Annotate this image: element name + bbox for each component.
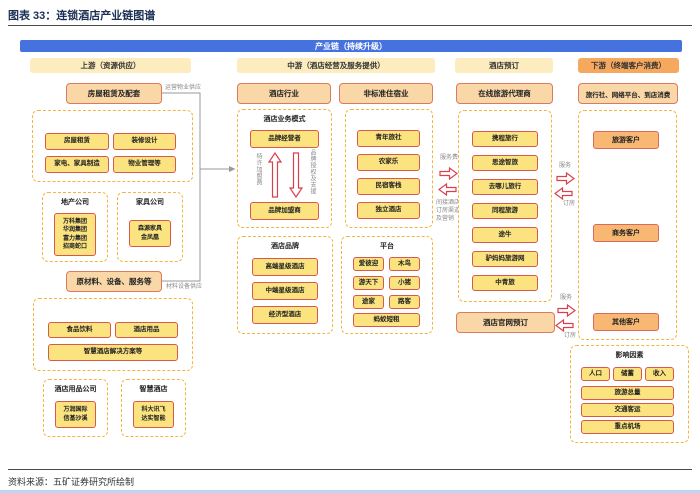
nonstandard-item: 青年旅社 — [357, 130, 420, 147]
factor-item: 重点机场 — [581, 420, 674, 434]
factor-item: 收入 — [645, 367, 674, 381]
service-label: 服务 — [559, 163, 572, 169]
ota-item: 中青旅 — [472, 275, 538, 291]
brand-franchisee-box: 品牌加盟商 — [250, 202, 319, 220]
nonstandard-item: 独立酒店 — [357, 202, 420, 219]
materials-item: 智慧酒店解决方案等 — [48, 344, 178, 361]
title-divider — [8, 25, 692, 26]
booking-left-arrow-icon — [554, 187, 573, 200]
service-label: 服务 — [560, 295, 573, 301]
platform-item: 路客 — [389, 295, 420, 309]
brand-support-label: 品牌授权及支援 — [309, 149, 315, 195]
hotel-industry-section-box: 酒店行业 — [237, 83, 331, 104]
footer-strip — [0, 490, 700, 493]
ota-section-box: 在线旅游代理商 — [456, 83, 553, 104]
service-right-arrow-icon — [557, 304, 576, 317]
official-site-booking-box: 酒店官网预订 — [456, 312, 555, 333]
housing-item: 房屋租赁 — [45, 133, 109, 150]
platforms-title: 平台 — [380, 243, 394, 250]
booking-label: 订房 — [564, 333, 577, 339]
hotel-brand-item: 中端星级酒店 — [252, 282, 318, 300]
industry-chain-banner: 产业链（持续升级） — [20, 40, 682, 52]
source-divider — [8, 469, 692, 470]
figure-title: 图表 33：连锁酒店产业链图谱 — [8, 10, 156, 22]
furniture-group-title: 家具公司 — [136, 199, 164, 206]
customer-item: 旅游客户 — [593, 131, 659, 149]
materials-item: 酒店用品 — [115, 322, 178, 338]
realty-companies: 万科集团 华润集团 富力集团 招商蛇口 — [54, 213, 96, 256]
supplies-companies: 万润国际 信基沙溪 — [55, 401, 96, 428]
materials-supply-label: 材料设备供应 — [166, 284, 203, 290]
hotel-brand-item: 高端星级酒店 — [252, 258, 318, 276]
column-header-booking: 酒店预订 — [455, 58, 553, 73]
housing-item: 家电、家具制造 — [45, 156, 109, 173]
business-model-title: 酒店业务模式 — [263, 116, 306, 123]
ota-item: 去哪儿旅行 — [472, 179, 538, 195]
indirect-booking-left-arrow-icon — [438, 183, 457, 196]
ota-item: 驴妈妈旅游网 — [472, 251, 538, 267]
customer-item: 商务客户 — [593, 224, 659, 242]
platform-item: 途家 — [353, 295, 384, 309]
factor-item: 人口 — [581, 367, 610, 381]
housing-item: 装修设计 — [113, 133, 176, 150]
factor-item: 交通客运 — [581, 403, 674, 417]
supplies-group-title: 酒店用品公司 — [54, 386, 97, 393]
materials-section-box: 原材料、设备、服务等 — [66, 271, 162, 292]
column-header-upstream: 上游（资源供应） — [30, 58, 191, 73]
furniture-companies: 森源家具 金凤凰 — [129, 220, 171, 247]
housing-item: 物业管理等 — [113, 156, 176, 173]
service-fee-label: 服务费 — [440, 155, 459, 161]
booking-left-arrow-icon — [555, 319, 574, 332]
indirect-channel-label: 间接酒店 订房渠道 及营销 — [436, 200, 461, 222]
ota-item: 思途智旅 — [472, 155, 538, 171]
factor-item: 旅游总量 — [581, 386, 674, 400]
smart-hotel-group-title: 智慧酒店 — [139, 386, 168, 393]
platform-item: 游天下 — [353, 276, 384, 290]
source-note: 资料来源：五矿证券研究所绘制 — [8, 477, 135, 487]
housing-section-box: 房屋租赁及配套 — [66, 83, 162, 104]
downstream-section-box: 旅行社、网络平台、到店消费 — [578, 83, 678, 104]
brand-operator-box: 品牌经营者 — [250, 130, 319, 148]
franchise-fee-label: 特许加盟费 — [255, 153, 261, 186]
materials-item: 食品饮料 — [48, 322, 111, 338]
booking-label: 订房 — [563, 201, 576, 207]
platform-item: 蚂蚁短租 — [353, 313, 420, 327]
service-right-arrow-icon — [556, 172, 575, 185]
nonstandard-item: 农家乐 — [357, 154, 420, 171]
service-fee-right-arrow-icon — [439, 167, 458, 180]
nonstandard-section-box: 非标准住宿业 — [339, 83, 433, 104]
ota-item: 途牛 — [472, 227, 538, 243]
ota-item: 同程旅游 — [472, 203, 538, 219]
property-supply-label: 运营物业供应 — [165, 85, 202, 91]
factors-title: 影响因素 — [615, 352, 644, 359]
smart-hotel-companies: 科大讯飞 达实智能 — [133, 401, 174, 428]
brand-support-down-arrow-icon — [289, 152, 303, 198]
franchise-fee-up-arrow-icon — [268, 152, 282, 198]
column-header-midstream: 中游（酒店经营及服务提供） — [237, 58, 435, 73]
ota-item: 携程旅行 — [472, 131, 538, 147]
realty-group-title: 地产公司 — [61, 199, 89, 206]
platform-item: 小猪 — [389, 276, 420, 290]
customer-item: 其他客户 — [593, 313, 659, 331]
hotel-brands-title: 酒店品牌 — [271, 243, 299, 250]
platform-item: 爱彼迎 — [353, 257, 384, 271]
column-header-downstream: 下游（终端客户消费） — [578, 58, 679, 73]
hotel-brand-item: 经济型酒店 — [252, 306, 318, 324]
nonstandard-item: 民宿客栈 — [357, 178, 420, 195]
factor-item: 储蓄 — [613, 367, 642, 381]
platform-item: 木鸟 — [389, 257, 420, 271]
